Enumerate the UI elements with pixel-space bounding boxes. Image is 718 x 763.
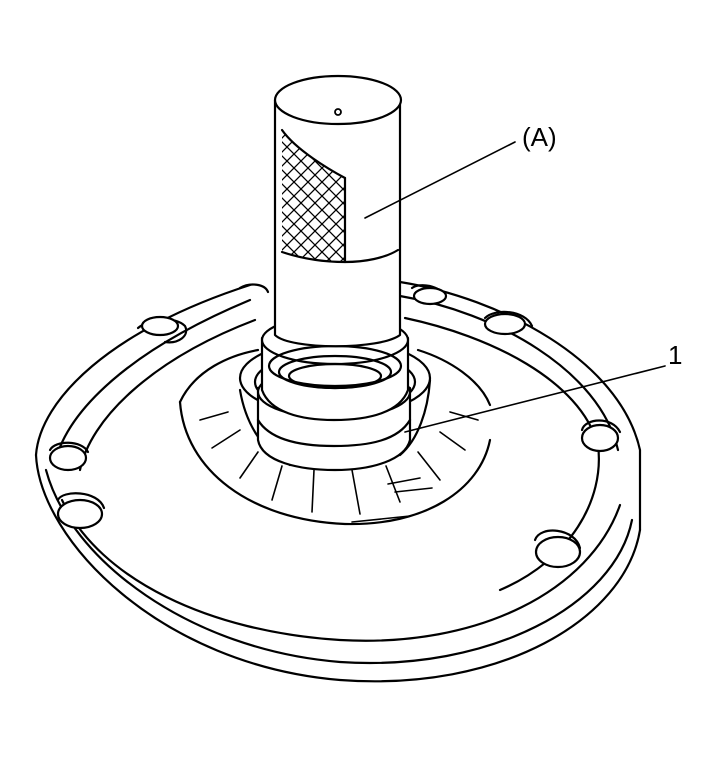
bolt-lug-hole xyxy=(483,312,527,336)
bolt-lug xyxy=(483,310,534,328)
base-inner-edge xyxy=(53,294,620,464)
bolt-lug-hole xyxy=(48,444,88,472)
hub-rib xyxy=(271,465,283,501)
bolt-lug-hole xyxy=(412,286,448,306)
callout-label-part-1: 1 xyxy=(668,340,682,370)
hub-dash xyxy=(351,515,411,523)
callout-label-tool: (A) xyxy=(522,122,557,152)
bolt-lug xyxy=(48,441,90,454)
leader-line-tool xyxy=(364,141,516,219)
base-outer-rim xyxy=(34,453,642,683)
bolt-lug xyxy=(580,419,622,434)
seal-installer-tool-a xyxy=(260,74,410,422)
base-rim-ridge-2 xyxy=(60,498,622,642)
hub-upper-curve xyxy=(178,348,492,407)
hub-rib xyxy=(239,451,259,479)
hub-rib xyxy=(417,451,441,481)
tool-knurl-boundary xyxy=(280,128,347,180)
hub-rib xyxy=(439,431,466,451)
bolt-lug-hole xyxy=(580,423,620,453)
tool-knurl-boundary-bottom xyxy=(280,248,400,264)
tool-collar-inner-3 xyxy=(287,362,383,390)
tool-handle-top xyxy=(273,74,403,126)
hub-rib xyxy=(385,465,401,503)
base-rim-ridge-1 xyxy=(44,468,634,665)
bolt-lug-hole xyxy=(56,498,104,530)
bolt-lug-hole xyxy=(534,535,582,569)
central-hub xyxy=(178,348,492,526)
bolt-lug xyxy=(533,529,582,550)
bolt-lug-hole xyxy=(140,315,180,337)
bolt-lug xyxy=(56,492,106,510)
hub-outer-curve xyxy=(178,400,492,526)
hub-rib xyxy=(449,411,479,421)
oil-seal-step xyxy=(256,418,412,448)
callouts: (A) 1 xyxy=(364,122,682,433)
hub-dash xyxy=(387,477,421,485)
bolt-lugs xyxy=(48,283,622,569)
hub-dash xyxy=(394,487,433,493)
tool-top-center-mark xyxy=(334,108,342,116)
hub-rib xyxy=(199,411,229,421)
bolt-lug xyxy=(238,283,270,294)
pump-cover-base xyxy=(34,280,642,683)
hub-rib xyxy=(311,469,315,513)
hub-rib xyxy=(211,429,241,449)
hub-rib xyxy=(351,469,361,515)
leader-line-part-1 xyxy=(404,365,666,433)
